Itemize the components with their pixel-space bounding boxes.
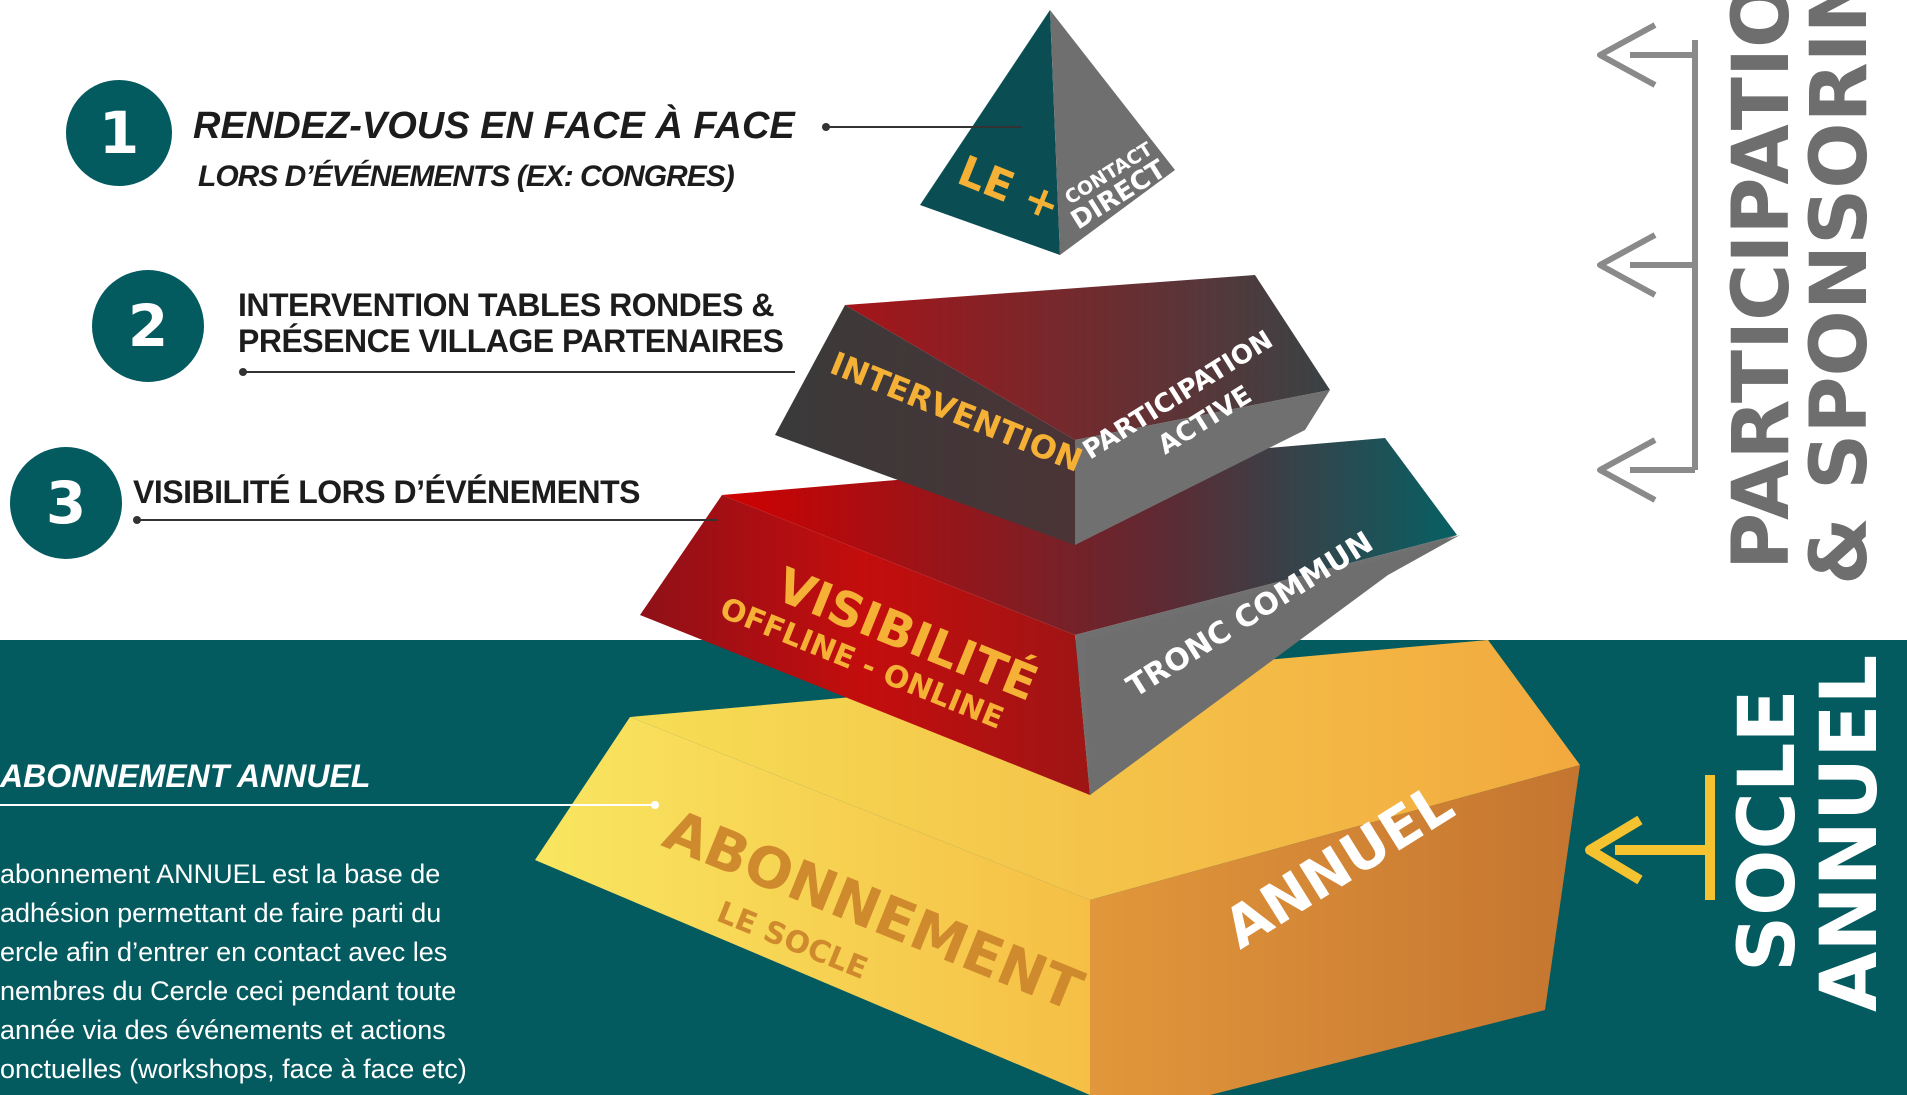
tier2-left-face xyxy=(775,305,1075,545)
tier4-left-face xyxy=(535,717,1090,1095)
tier3-right-face-main xyxy=(1085,535,1460,795)
abonnement-line: ercle afin d’entrer en contact avec les xyxy=(0,937,448,967)
tier3-left-face xyxy=(640,495,1090,795)
abonnement-line: année via des événements et actions xyxy=(0,1015,446,1045)
socle-label-1: SOCLE xyxy=(1723,689,1813,972)
abonnement-line: adhésion permettant de faire parti du xyxy=(0,898,442,928)
tier2-right-face xyxy=(1075,390,1330,545)
abonnement-line: abonnement ANNUEL est la base de xyxy=(0,859,441,889)
tier2-top xyxy=(845,275,1330,440)
level-1-title: RENDEZ-VOUS EN FACE À FACE xyxy=(193,105,795,147)
abonnement-description: abonnement ANNUEL est la base de adhésio… xyxy=(0,855,543,1089)
level-2-badge: 2 xyxy=(92,270,204,382)
level-1-subtitle: LORS D’ÉVÉNEMENTS (EX: CONGRES) xyxy=(198,160,735,193)
level-2-subtitle: PRÉSENCE VILLAGE PARTENAIRES xyxy=(238,323,784,359)
abonnement-heading: ABONNEMENT ANNUEL xyxy=(0,758,371,794)
level-3-title: VISIBILITÉ LORS D’ÉVÉNEMENTS xyxy=(133,474,640,510)
socle-bracket xyxy=(1585,775,1715,900)
participation-bracket xyxy=(1597,22,1698,503)
abonnement-line: nembres du Cercle ceci pendant toute xyxy=(0,976,457,1006)
tier1-left-face xyxy=(920,10,1060,255)
level-3-badge: 3 xyxy=(10,447,122,559)
level-1-badge: 1 xyxy=(66,80,172,186)
participation-label-1: PARTICIPATIO xyxy=(1717,0,1807,570)
level-2-title: INTERVENTION TABLES RONDES & xyxy=(238,287,774,323)
abonnement-line: onctuelles (workshops, face à face etc) xyxy=(0,1054,467,1084)
participation-label-2: & SPONSORIN xyxy=(1795,0,1885,585)
socle-label-2: ANNUEL xyxy=(1805,654,1895,1012)
tier4-right-face xyxy=(1090,765,1580,1095)
tier1-right-face xyxy=(1050,10,1175,255)
